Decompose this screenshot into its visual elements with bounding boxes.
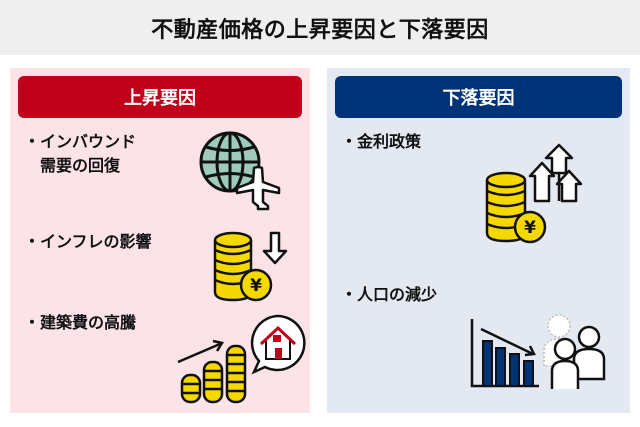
item-label: インフレの影響 bbox=[40, 232, 152, 251]
page-title: 不動産価格の上昇要因と下落要因 bbox=[151, 17, 489, 43]
bullet: ・ bbox=[24, 232, 41, 251]
rise-factors-panel: 上昇要因 ・インバウンド 需要の回復 ・インフレの影響 ¥ ・建築費の高騰 bbox=[10, 68, 310, 413]
item-label: インバウンド bbox=[40, 132, 137, 151]
svg-text:¥: ¥ bbox=[250, 276, 262, 296]
bullet: ・ bbox=[341, 132, 358, 151]
bullet: ・ bbox=[341, 285, 358, 304]
item-label: 金利政策 bbox=[357, 132, 422, 151]
rising-coins-house-icon bbox=[177, 314, 306, 404]
rise-item-inbound: ・インバウンド 需要の回復 bbox=[24, 130, 136, 178]
svg-text:¥: ¥ bbox=[524, 218, 536, 238]
bullet: ・ bbox=[24, 313, 41, 332]
item-label-line2: 需要の回復 bbox=[40, 156, 121, 175]
coins-yen-down-arrow-icon: ¥ bbox=[213, 231, 288, 302]
bullet: ・ bbox=[24, 132, 41, 151]
item-label: 建築費の高騰 bbox=[40, 313, 137, 332]
globe-airplane-icon bbox=[199, 131, 281, 211]
fall-item-population-decline: ・人口の減少 bbox=[341, 283, 437, 307]
fall-item-interest-policy: ・金利政策 bbox=[341, 130, 421, 154]
rise-factors-header: 上昇要因 bbox=[18, 76, 302, 118]
rise-item-construction-cost: ・建築費の高騰 bbox=[24, 311, 136, 335]
title-bar: 不動産価格の上昇要因と下落要因 bbox=[0, 0, 640, 55]
rise-item-inflation: ・インフレの影響 bbox=[24, 230, 152, 254]
fall-factors-header: 下落要因 bbox=[335, 76, 622, 118]
fall-factors-panel: 下落要因 ・金利政策 ¥ ・人口の減少 bbox=[327, 68, 630, 413]
declining-bar-chart-people-icon bbox=[470, 314, 606, 389]
coins-yen-up-arrows-icon: ¥ bbox=[485, 143, 583, 244]
item-label: 人口の減少 bbox=[357, 285, 438, 304]
